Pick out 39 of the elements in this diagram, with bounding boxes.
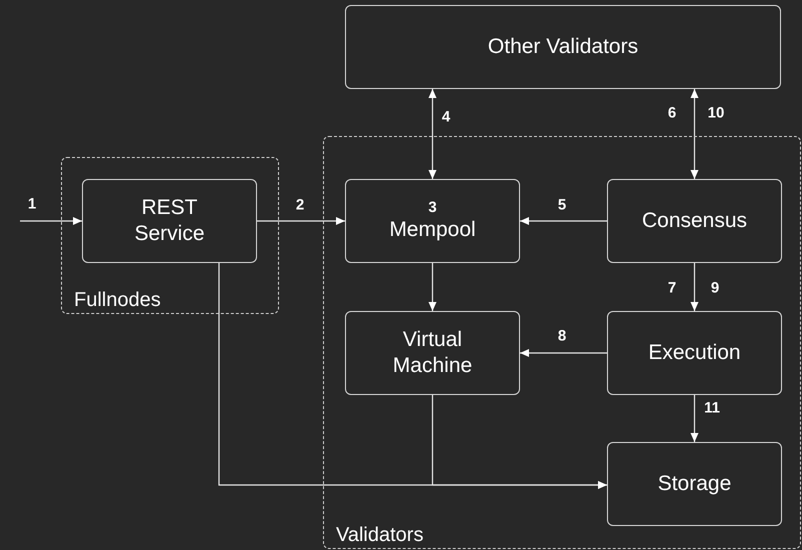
arrow — [520, 349, 607, 357]
arrow — [520, 217, 607, 225]
process-box — [345, 179, 520, 263]
process-box — [607, 442, 782, 526]
arrow — [257, 217, 345, 225]
box-label: REST Service — [133, 194, 206, 247]
process-box — [345, 5, 781, 89]
step-number: 10 — [708, 106, 724, 120]
edge-label: 1 — [28, 196, 36, 212]
arrow — [428, 263, 436, 311]
arrow — [432, 395, 607, 489]
edge-label: 5 — [558, 198, 566, 212]
edge-label: 4 — [442, 110, 450, 124]
edge-label: 2 — [296, 198, 304, 212]
group-label: Fullnodes — [74, 288, 161, 313]
arrow — [690, 263, 698, 311]
box-label: Consensus — [642, 208, 748, 234]
edge-label: 11 — [704, 400, 720, 416]
box-label: Storage — [658, 470, 732, 497]
step-number: 3 — [428, 198, 437, 218]
arrow — [20, 217, 82, 225]
edge-label: 8 — [558, 328, 566, 344]
edge-label: 6 — [668, 106, 676, 120]
process-box — [607, 179, 782, 263]
arrow — [428, 89, 436, 179]
box-label: Virtual Machine — [392, 326, 474, 379]
process-box — [82, 179, 257, 263]
process-box — [345, 311, 520, 395]
group-label: Validators — [336, 523, 424, 548]
box-label: Other Validators — [488, 34, 638, 60]
process-box — [607, 311, 782, 395]
edge-label: 7 — [668, 280, 676, 296]
step-number: 9 — [710, 280, 720, 296]
arrow — [690, 395, 698, 442]
box-label: Mempool — [389, 217, 476, 244]
dashed-group-box — [61, 157, 279, 314]
dashed-group-box — [323, 136, 801, 549]
arrow — [690, 89, 698, 179]
box-label: Execution — [648, 340, 741, 366]
